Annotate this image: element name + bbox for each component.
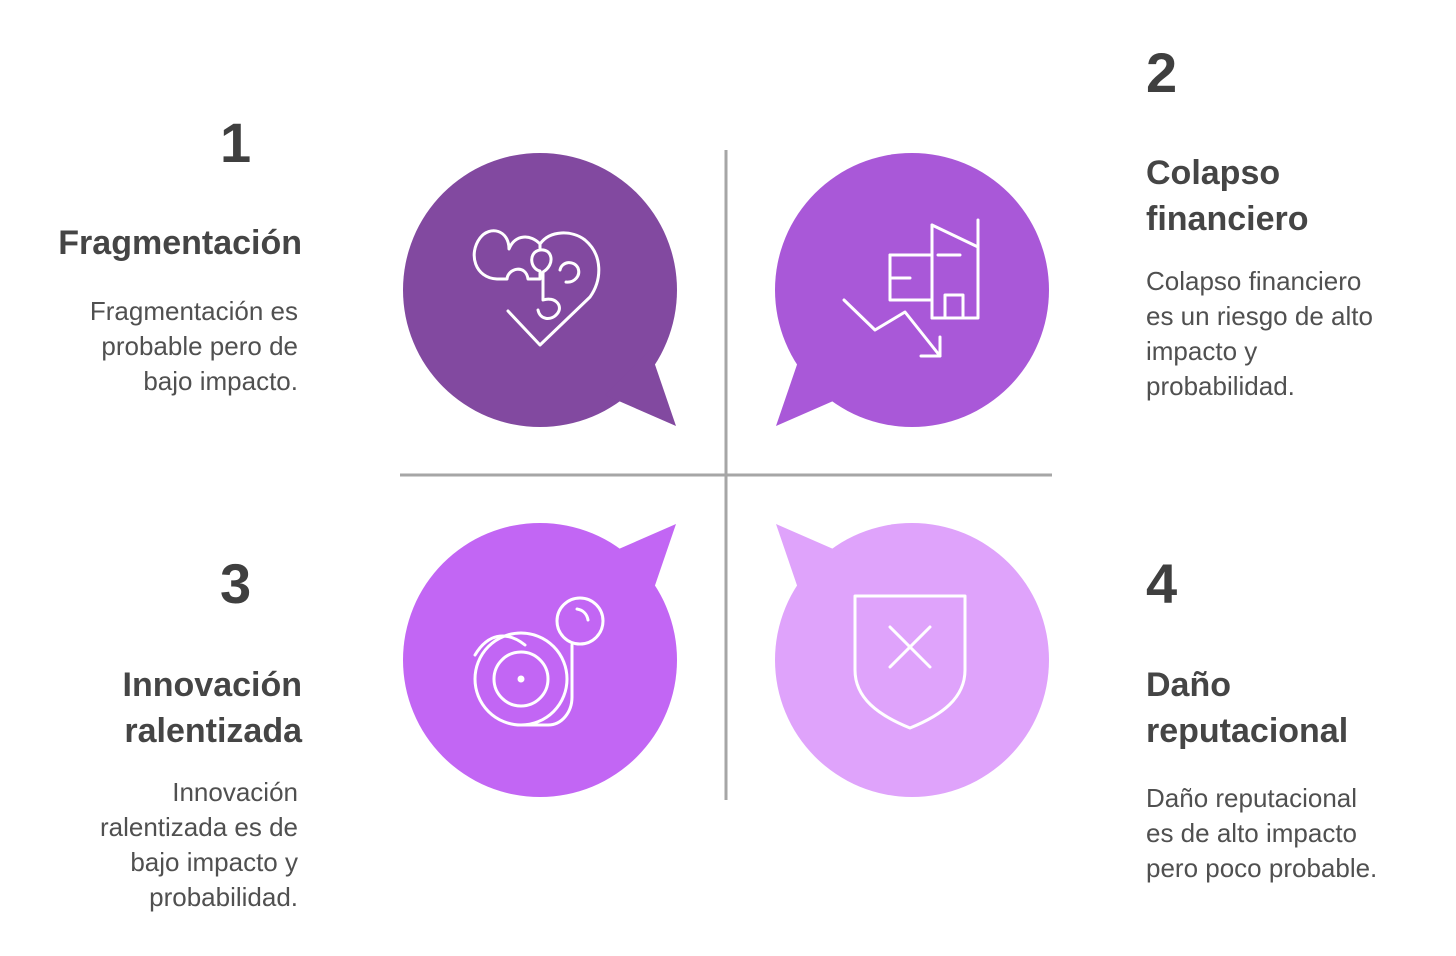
puzzle-heart-icon bbox=[472, 229, 601, 347]
quadrant-3-number: 3 bbox=[220, 552, 252, 615]
quadrant-2-number: 2 bbox=[1146, 41, 1178, 104]
quadrant-1-description: Fragmentación es probable pero de bajo i… bbox=[89, 296, 298, 396]
quadrant-4-number: 4 bbox=[1146, 552, 1178, 615]
shield-x-icon bbox=[853, 594, 967, 730]
quadrant-1-bubble bbox=[403, 153, 677, 427]
quadrant-3-description: Innovación ralentizada es de bajo impact… bbox=[99, 777, 298, 912]
snail-icon bbox=[473, 596, 605, 727]
quadrant-4-title: Daño reputacional bbox=[1146, 666, 1349, 750]
falling-buildings-chart-icon bbox=[842, 218, 980, 358]
quadrant-2-title: Colapso financiero bbox=[1146, 154, 1309, 238]
quadrant-2-bubble bbox=[775, 153, 1049, 427]
quadrant-4-description: Daño reputacional es de alto impacto per… bbox=[1146, 783, 1378, 883]
quadrant-1-title: Fragmentación bbox=[58, 224, 302, 262]
quadrant-2-description: Colapso financiero es un riesgo de alto … bbox=[1146, 266, 1373, 401]
quadrant-3-title: Innovación ralentizada bbox=[122, 666, 302, 750]
quadrant-4-bubble bbox=[775, 523, 1049, 797]
quadrant-1-number: 1 bbox=[220, 111, 252, 174]
